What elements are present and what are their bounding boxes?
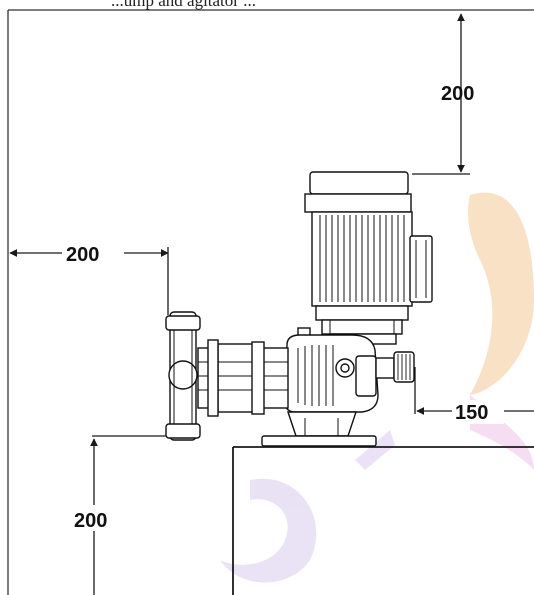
dimension-bottom-label-bg <box>70 505 120 531</box>
dimension-left-label: 200 <box>66 244 99 266</box>
pump-head <box>165 311 201 441</box>
dimension-right-label-bg <box>452 400 504 424</box>
dimension-top-label: 200 <box>441 83 474 105</box>
gearbox <box>283 334 379 413</box>
pump-base <box>261 411 377 447</box>
frame-lines <box>7 9 534 595</box>
mounting-surface <box>232 446 534 595</box>
top-caption: ...ump and agitator ... <box>111 0 256 10</box>
pump-assembly <box>165 171 433 447</box>
connecting-rods <box>197 339 289 417</box>
dimension-right-label: 150 <box>455 402 488 424</box>
dimension-top <box>412 13 470 175</box>
motor <box>297 171 433 345</box>
dimension-left-label-bg <box>62 240 124 266</box>
adjustment-knob <box>375 351 415 383</box>
dimension-bottom-label: 200 <box>74 510 107 532</box>
